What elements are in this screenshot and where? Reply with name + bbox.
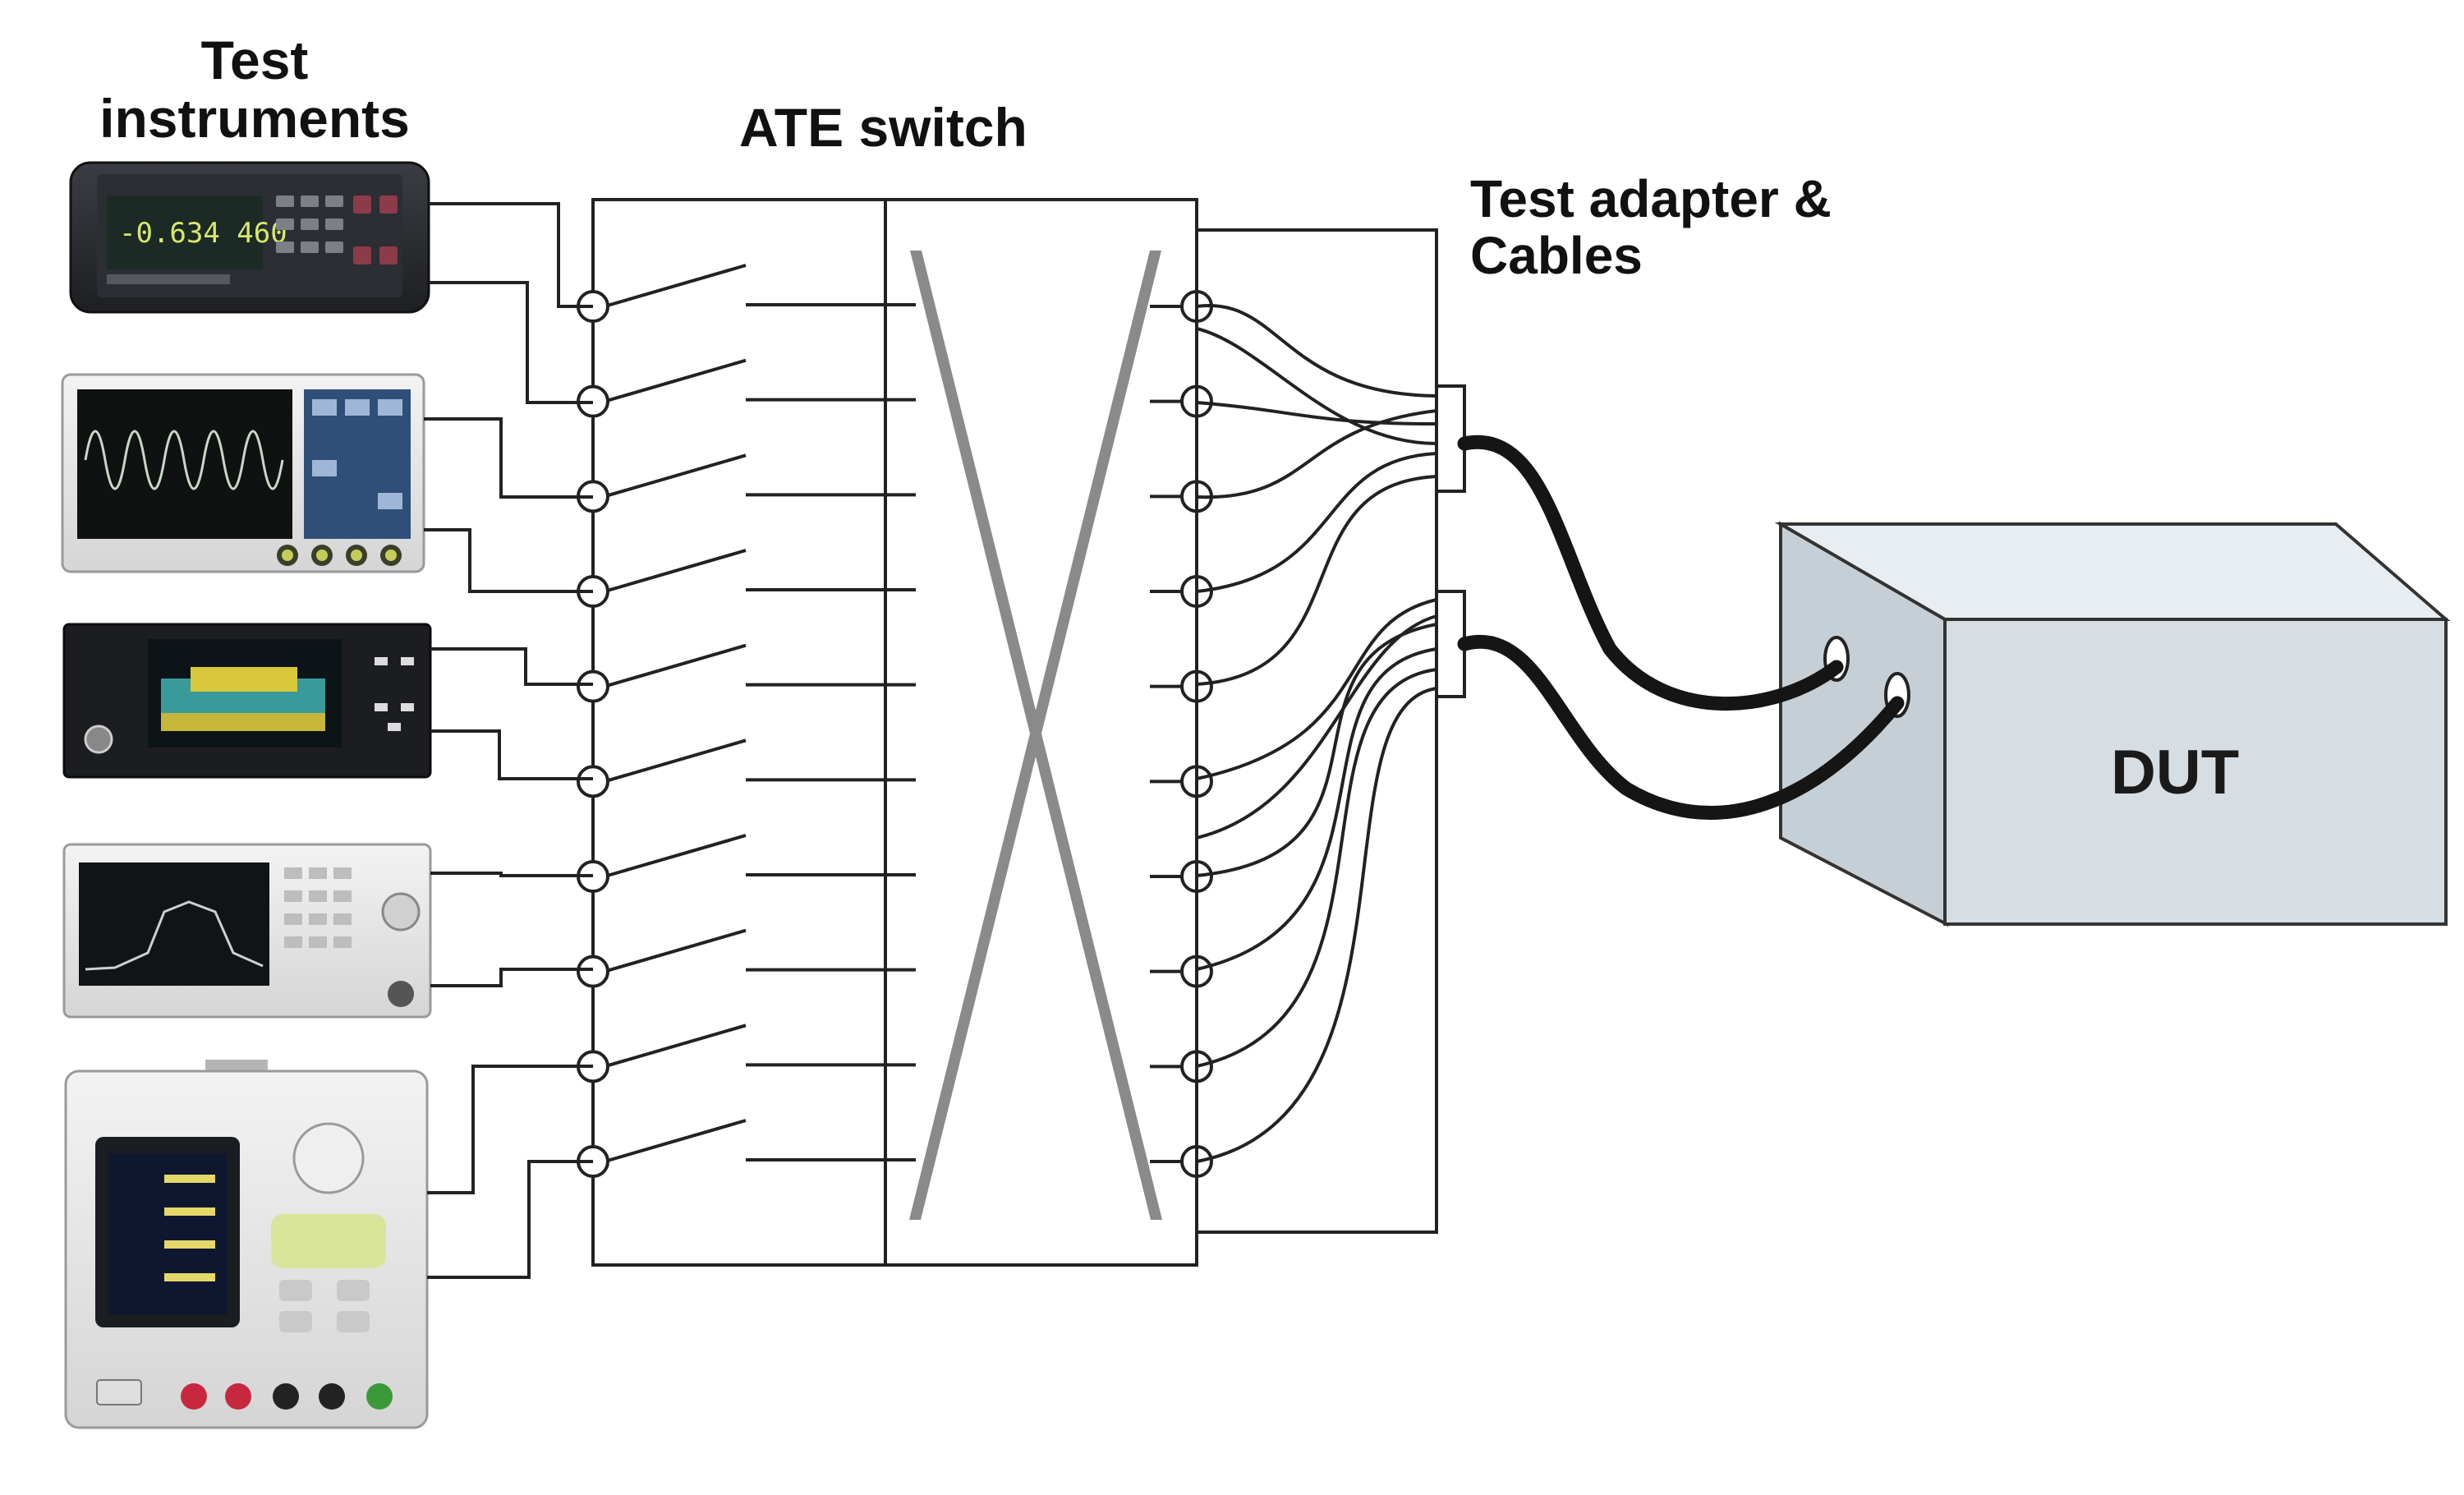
instruments-title: Test instruments xyxy=(74,30,435,150)
dut-cables xyxy=(1457,435,1905,820)
switch-blade xyxy=(604,738,747,784)
dut-label: DUT xyxy=(2111,738,2240,807)
signal-analyzer-icon xyxy=(62,623,432,779)
power-supply-icon xyxy=(64,1060,429,1429)
switch-blade xyxy=(604,834,747,878)
switch-blade xyxy=(604,549,747,593)
switch-blade xyxy=(604,453,747,499)
switch-blade xyxy=(604,1024,747,1069)
switch-blade xyxy=(604,264,747,308)
instrument-wiring xyxy=(424,202,593,1279)
dut-box xyxy=(1774,521,2451,927)
adapter-wiring xyxy=(1196,304,1437,1163)
spectrum-analyzer-icon xyxy=(62,843,432,1019)
switch-blade xyxy=(604,643,747,688)
switch-blade xyxy=(604,928,747,973)
switch-input-node xyxy=(577,954,609,988)
oscilloscope-icon xyxy=(61,373,425,573)
switch-blade xyxy=(604,1119,747,1163)
adapter-title: Test adapter & Cables xyxy=(1470,169,1832,286)
adapter-title-line2: Cables xyxy=(1470,226,1643,286)
instruments-title-line2: instruments xyxy=(99,88,410,150)
instruments-title-line1: Test xyxy=(200,30,309,90)
switch-input-node xyxy=(577,765,609,798)
switch-blade xyxy=(604,358,747,403)
multimeter-reading: -0.634 460 xyxy=(119,217,287,250)
multimeter-icon: -0.634 460 xyxy=(69,161,430,314)
switch-input-node xyxy=(577,669,609,703)
switch-title: ATE switch xyxy=(739,97,1027,158)
test-adapter-box xyxy=(1195,228,1466,1234)
adapter-title-line1: Test adapter & xyxy=(1470,169,1832,228)
ate-switch-box xyxy=(591,198,1198,1267)
